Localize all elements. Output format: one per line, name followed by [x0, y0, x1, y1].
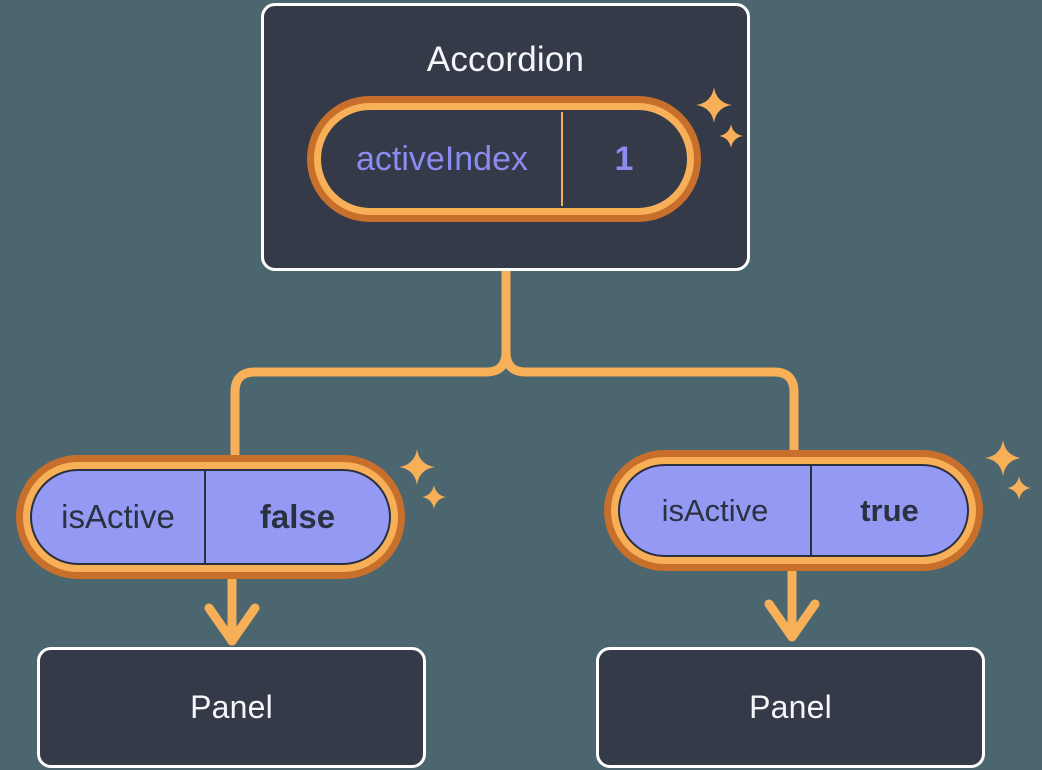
accordion-title: Accordion — [426, 40, 585, 79]
fork-connector-right-icon — [501, 266, 799, 455]
pill-inner-ring: isActive true — [611, 457, 976, 564]
state-pill-active-index[interactable]: activeIndex 1 — [307, 96, 701, 222]
fork-connector-icon — [230, 266, 511, 460]
panel-card-left: Panel — [37, 647, 426, 768]
state-key-label: activeIndex — [323, 112, 563, 206]
state-value-label: false — [259, 498, 336, 535]
panel-title: Panel — [190, 689, 273, 725]
pill-inner-ring: isActive false — [23, 462, 398, 572]
state-pill-is-active-true[interactable]: isActive true — [604, 450, 983, 571]
sparkle-small-icon — [421, 484, 447, 510]
sparkle-icon — [983, 438, 1023, 478]
state-key-label: isActive — [620, 466, 812, 555]
sparkle-small-icon — [1006, 475, 1032, 501]
arrow-down-icon-left — [204, 567, 260, 646]
panel-title: Panel — [749, 689, 832, 725]
pill-inner-ring: activeIndex 1 — [314, 103, 694, 215]
state-value-label: true — [860, 492, 919, 528]
panel-card-right: Panel — [596, 647, 985, 768]
state-value-label: 1 — [614, 139, 634, 178]
arrow-down-icon-right — [764, 561, 820, 642]
state-pill-is-active-false[interactable]: isActive false — [16, 455, 405, 579]
pill-body: isActive false — [30, 469, 391, 565]
pill-body: isActive true — [618, 464, 969, 557]
state-key-label: isActive — [32, 471, 206, 563]
sparkle-icon — [397, 447, 437, 487]
pill-body: activeIndex 1 — [321, 110, 687, 208]
